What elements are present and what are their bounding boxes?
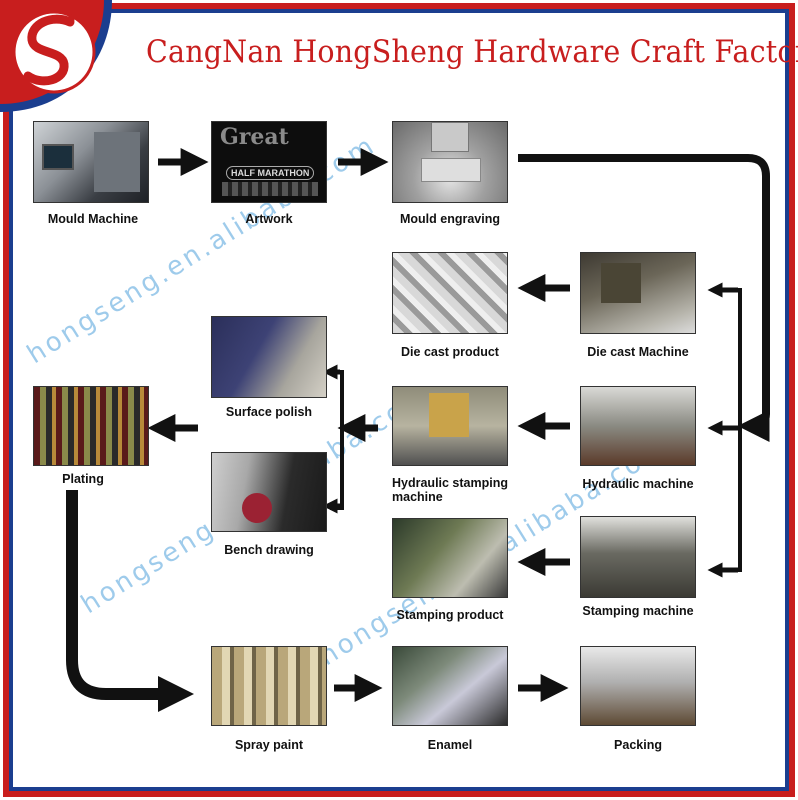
artwork-label: Artwork	[245, 212, 293, 226]
bench-drawing-label: Bench drawing	[224, 543, 314, 557]
hydraulic-stamping-machine-photo	[392, 386, 508, 466]
artwork-photo: Great HALF MARATHON	[211, 121, 327, 203]
plating-label: Plating	[62, 472, 104, 486]
die-cast-machine-photo	[580, 252, 696, 334]
enamel-label: Enamel	[427, 738, 473, 752]
hydraulic-machine-label: Hydraulic machine	[582, 477, 694, 491]
packing-photo	[580, 646, 696, 726]
packing-label: Packing	[614, 738, 662, 752]
arrow	[330, 370, 344, 510]
mould-machine-label: Mould Machine	[47, 212, 139, 226]
outer-red-frame	[3, 3, 795, 797]
mould-engraving-label: Mould engraving	[400, 212, 500, 226]
surface-polish-label: Surface polish	[225, 405, 313, 419]
stamping-machine-photo	[580, 516, 696, 598]
artwork-top-text: Great	[220, 124, 289, 150]
spray-paint-label: Spray paint	[234, 738, 304, 752]
dragon-logo-icon	[0, 0, 112, 112]
hydraulic-machine-photo	[580, 386, 696, 466]
plating-photo	[33, 386, 149, 466]
die-cast-machine-label: Die cast Machine	[587, 345, 689, 359]
stamping-product-label: Stamping product	[396, 608, 504, 622]
page-title: CangNan HongSheng Hardware Craft Factory	[146, 34, 798, 70]
stamping-product-photo	[392, 518, 508, 598]
mould-machine-photo	[33, 121, 149, 203]
enamel-photo	[392, 646, 508, 726]
bench-drawing-photo	[211, 452, 327, 532]
arrow	[66, 490, 194, 712]
spray-paint-photo	[211, 646, 327, 726]
arrow	[518, 154, 770, 442]
artwork-mid-text: HALF MARATHON	[226, 166, 315, 180]
surface-polish-photo	[211, 316, 327, 398]
die-cast-product-photo	[392, 252, 508, 334]
stamping-machine-label: Stamping machine	[582, 604, 694, 618]
hydraulic-stamping-machine-label: Hydraulic stamping machine	[392, 476, 508, 504]
die-cast-product-label: Die cast product	[401, 345, 499, 359]
inner-blue-frame	[9, 9, 789, 791]
mould-engraving-photo	[392, 121, 508, 203]
